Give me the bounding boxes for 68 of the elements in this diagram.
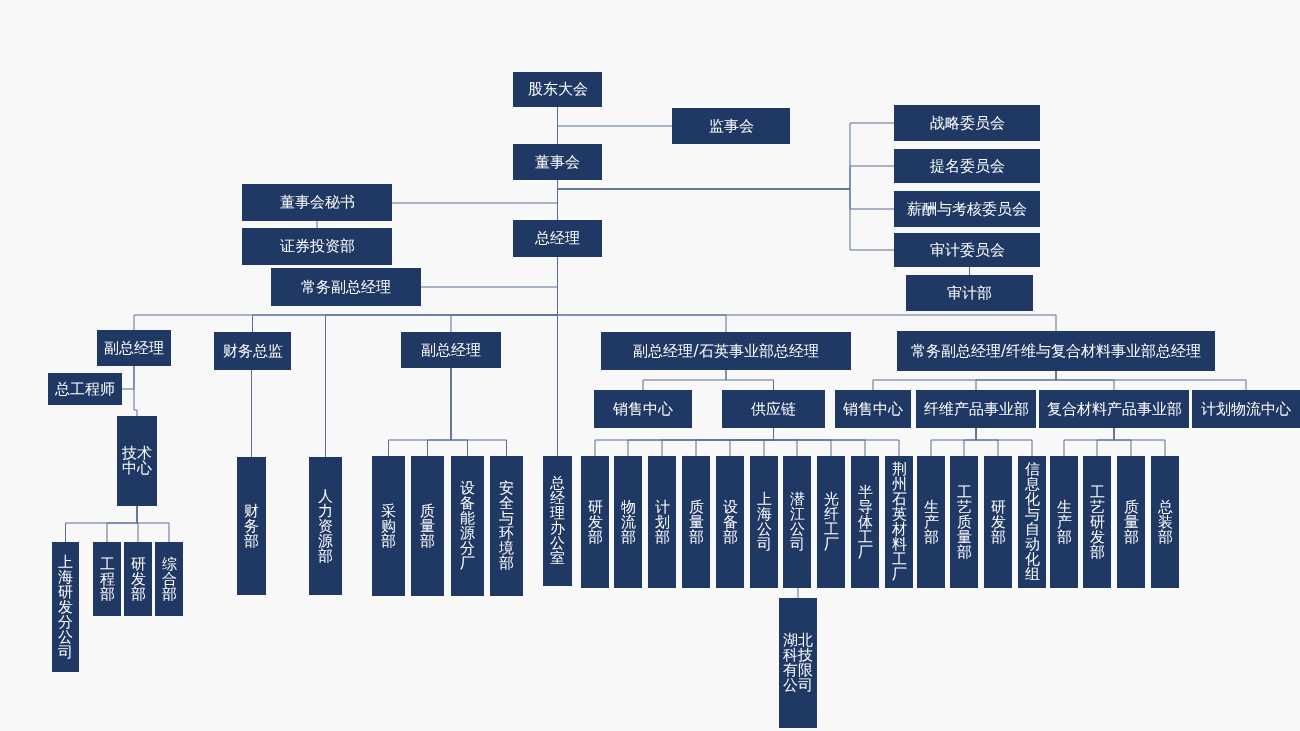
org-box: 副总经理/石英事业部总经理 [601, 332, 851, 370]
connector-line [797, 587, 799, 599]
org-column-box: 物流部 [614, 456, 642, 588]
org-column-box: 上海公司 [750, 456, 778, 588]
org-box: 股东大会 [513, 72, 602, 107]
org-box: 财务总监 [214, 332, 291, 370]
org-box: 董事会秘书 [242, 184, 392, 221]
org-box: 证券投资部 [242, 228, 392, 265]
connector-line [1055, 370, 1247, 391]
org-column-box: 计划部 [648, 456, 676, 588]
org-column-box: 研发部 [984, 456, 1012, 588]
org-column-box: 光纤工厂 [817, 456, 845, 588]
org-box: 纤维产品事业部 [916, 390, 1036, 428]
org-column-box: 潜江公司 [783, 456, 811, 588]
connector-line [773, 427, 900, 457]
org-box: 战略委员会 [894, 105, 1040, 141]
connector-line [725, 369, 774, 391]
org-box: 销售中心 [835, 390, 911, 428]
org-column-box: 上海研发分公司 [52, 542, 79, 672]
org-column-box: 安全与环境部 [490, 456, 523, 596]
org-column-box: 研发部 [581, 456, 609, 588]
org-column-box: 设备部 [716, 456, 744, 588]
connector-line [975, 427, 1033, 457]
org-box: 副总经理 [401, 332, 501, 368]
org-box: 董事会 [513, 144, 602, 180]
org-column-box: 综合部 [155, 542, 183, 616]
org-column-box: 设备能源分厂 [451, 456, 484, 596]
connector-line [557, 179, 558, 221]
org-box: 提名委员会 [894, 149, 1040, 183]
org-column-box: 半导体工厂 [851, 456, 879, 588]
org-box: 计划物流中心 [1192, 390, 1300, 428]
org-column-box: 人力资源部 [309, 457, 342, 595]
org-column-box: 总经理办公室 [543, 456, 572, 586]
connector-line [251, 369, 252, 458]
org-column-box: 采购部 [372, 456, 405, 596]
connector-line [316, 220, 318, 229]
org-box: 总经理 [513, 220, 602, 257]
org-column-box: 质量部 [1117, 456, 1145, 588]
connector-line [133, 365, 138, 417]
org-box: 复合材料产品事业部 [1039, 390, 1189, 428]
org-box: 总工程师 [48, 373, 122, 405]
org-box: 常务副总经理/纤维与复合材料事业部总经理 [897, 331, 1215, 371]
org-box: 常务副总经理 [271, 268, 421, 306]
org-column-box: 总装部 [1151, 456, 1179, 588]
org-box: 副总经理 [97, 330, 171, 366]
org-column-box: 工程部 [93, 542, 121, 616]
org-box: 供应链 [722, 390, 825, 428]
org-column-box: 生产部 [1050, 456, 1078, 588]
connector-line [136, 505, 170, 543]
org-column-box: 生产部 [917, 456, 945, 588]
org-column-box: 荆州石英材料工厂 [885, 456, 913, 588]
org-column-box: 质量部 [682, 456, 710, 588]
org-box: 销售中心 [594, 390, 692, 428]
org-column-box: 研发部 [124, 542, 152, 616]
connector-line [969, 266, 970, 276]
org-column-box: 财务部 [237, 457, 266, 595]
org-column-box: 工艺质量部 [950, 456, 978, 588]
org-box: 审计委员会 [894, 233, 1040, 267]
connector-line [450, 367, 507, 457]
org-column-box: 技术中心 [117, 416, 157, 506]
org-column-box: 信息化与自动化组 [1018, 456, 1046, 588]
org-box: 审计部 [906, 275, 1033, 311]
org-column-box: 湖北科技有限公司 [779, 598, 817, 728]
org-box: 监事会 [672, 108, 790, 144]
org-column-box: 质量部 [411, 456, 444, 596]
org-column-box: 工艺研发部 [1083, 456, 1111, 588]
org-box: 薪酬与考核委员会 [894, 191, 1040, 227]
connector-line [1113, 427, 1166, 457]
